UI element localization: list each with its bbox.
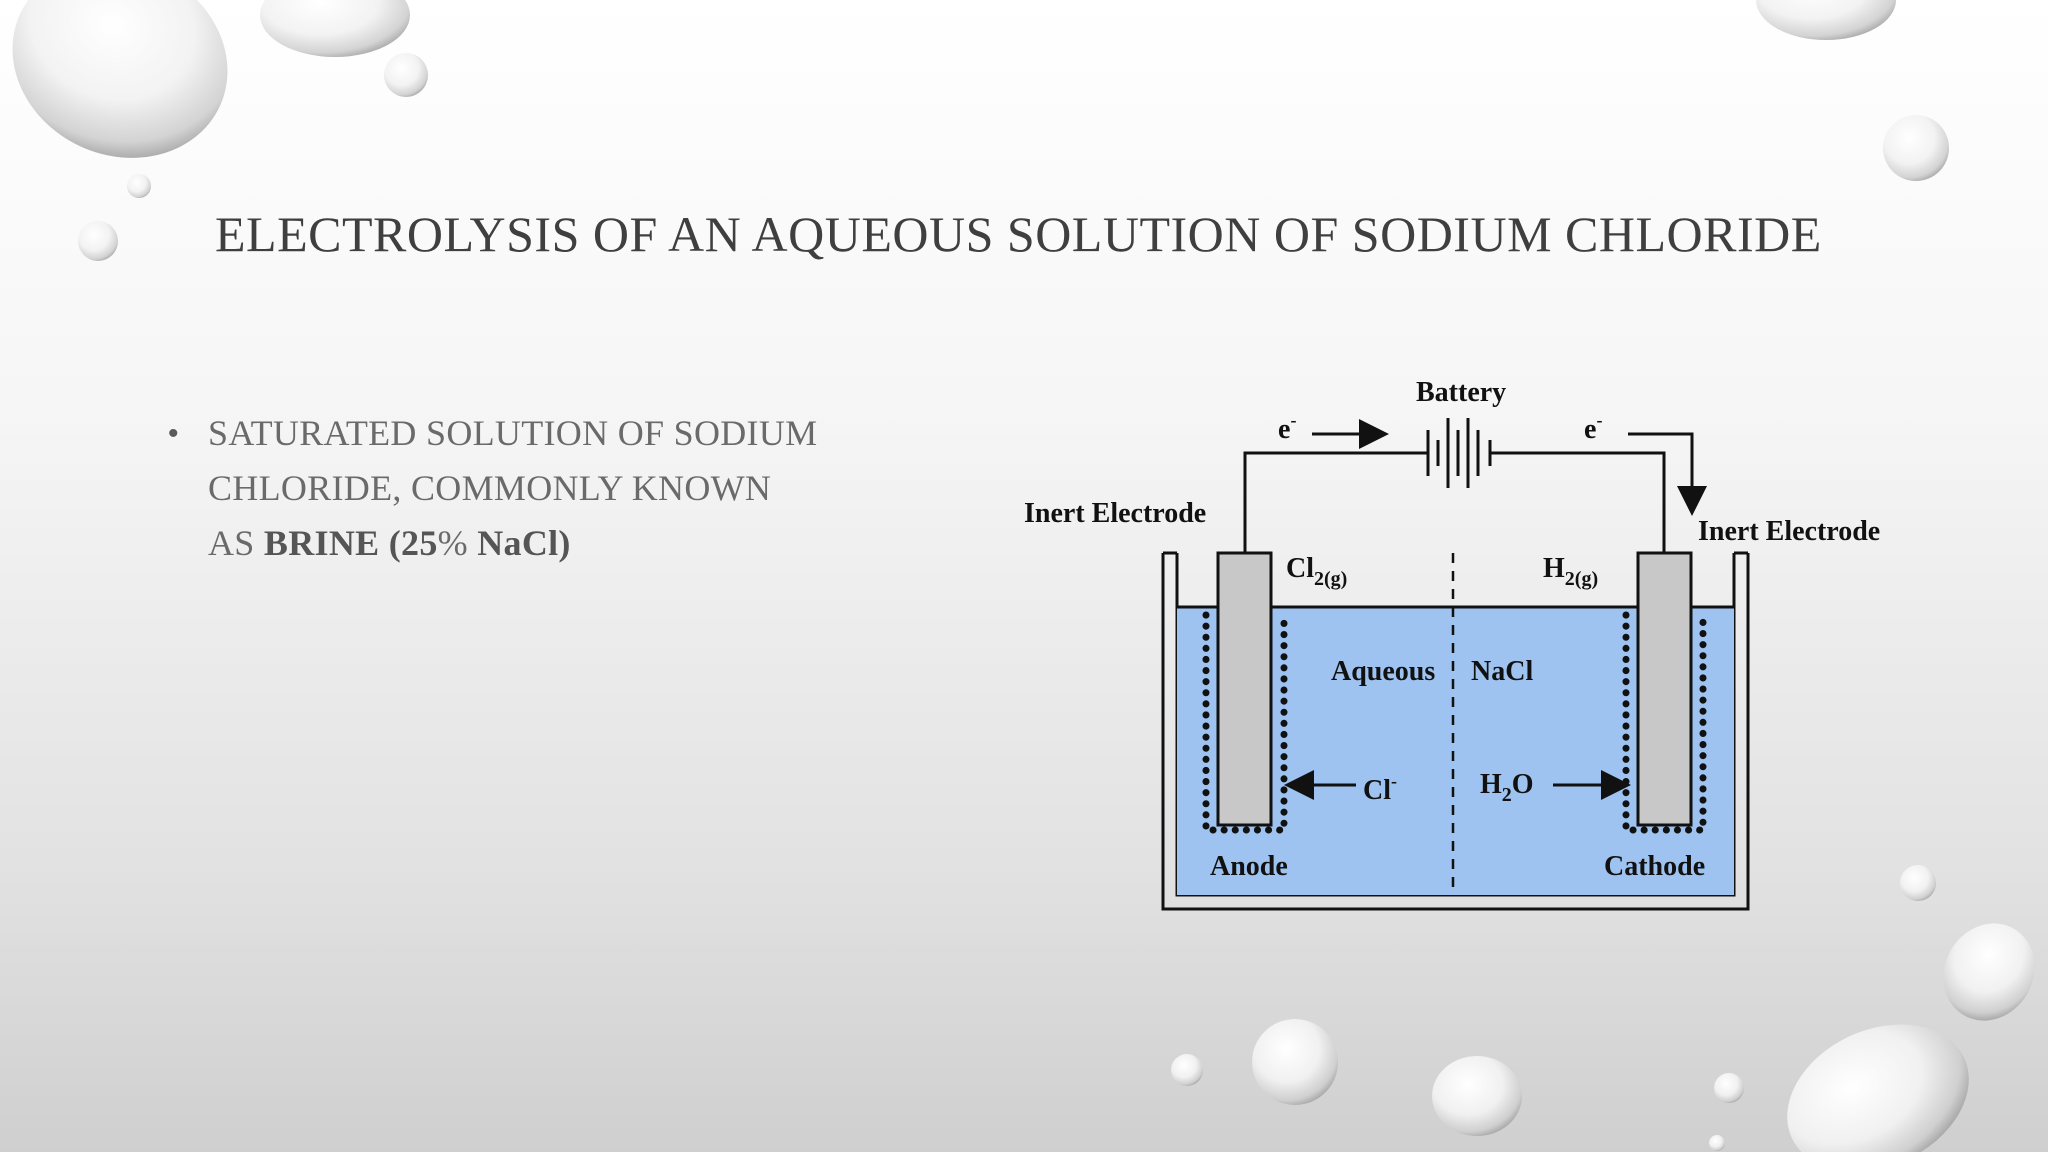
hydrogen-gas-label: H2(g) — [1543, 553, 1598, 590]
droplet — [1943, 923, 2035, 1021]
nacl-bold-text: NaCl) — [467, 523, 571, 563]
droplet — [1709, 1135, 1725, 1151]
droplet — [78, 221, 118, 261]
droplet — [1900, 865, 1936, 901]
brine-bold-text: BRINE (25 — [263, 523, 438, 563]
water-label: H2O — [1480, 769, 1534, 806]
container-outer-wall — [1161, 553, 1750, 911]
droplet — [1432, 1056, 1522, 1136]
right-wire — [1490, 451, 1666, 553]
inert-electrode-right-label: Inert Electrode — [1698, 516, 1880, 547]
bullet-line-3: AS BRINE (25% NaCl) — [208, 516, 888, 571]
nacl-label: NaCl — [1471, 656, 1533, 687]
electron-label-left: e- — [1278, 410, 1296, 445]
aqueous-label: Aqueous — [1331, 656, 1435, 687]
bullet-line-1: SATURATED SOLUTION OF SODIUM — [208, 413, 818, 453]
bullet-line-2: CHLORIDE, COMMONLY KNOWN — [208, 468, 772, 508]
cathode-electrode — [1636, 551, 1693, 827]
droplet — [384, 53, 428, 97]
droplet — [1171, 1054, 1203, 1086]
anode-bubbles — [1202, 611, 1288, 834]
bullet-item: • SATURATED SOLUTION OF SODIUM CHLORIDE,… — [168, 406, 888, 571]
chlorine-gas-label: Cl2(g) — [1286, 553, 1347, 590]
droplet — [1252, 1019, 1338, 1105]
droplet — [12, 0, 228, 158]
bullet-list: • SATURATED SOLUTION OF SODIUM CHLORIDE,… — [168, 406, 888, 571]
bullet-icon: • — [168, 417, 179, 450]
chloride-ion-label: Cl- — [1363, 771, 1397, 806]
electron-label-right: e- — [1584, 410, 1602, 445]
droplet — [1714, 1073, 1744, 1103]
left-wire — [1243, 451, 1428, 553]
battery-label: Battery — [1416, 377, 1506, 408]
droplet — [1787, 1024, 1969, 1152]
cathode-label: Cathode — [1604, 851, 1705, 882]
anode-label: Anode — [1210, 851, 1288, 882]
droplet-group-bottom — [1171, 1019, 1969, 1152]
droplet — [127, 174, 151, 198]
droplet-group-right — [1756, 0, 2035, 1021]
cathode-bubbles — [1622, 611, 1707, 834]
battery-icon — [1426, 418, 1492, 488]
droplet-group-top-left — [12, 0, 428, 261]
droplet — [260, 0, 410, 57]
bullet-line-3-prefix: AS — [208, 523, 264, 563]
electron-arrow-right — [1628, 432, 1707, 516]
anode-electrode — [1216, 551, 1273, 827]
droplet — [1883, 115, 1949, 181]
slide-title: ELECTROLYSIS OF AN AQUEOUS SOLUTION OF S… — [215, 206, 1822, 262]
inert-electrode-left-label: Inert Electrode — [1024, 498, 1206, 529]
percent-sign: % — [437, 523, 468, 563]
droplet — [1756, 0, 1896, 40]
